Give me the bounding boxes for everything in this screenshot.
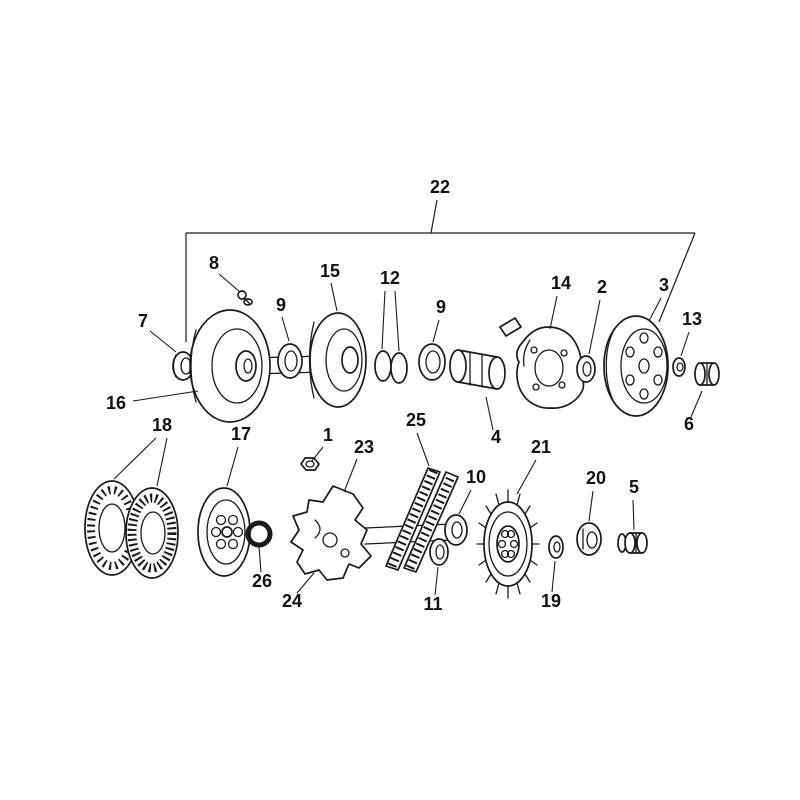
leader-11 [434, 566, 439, 596]
leader-13 [680, 331, 690, 357]
leader-3 [648, 297, 662, 322]
leader-12a [381, 290, 386, 350]
callout-labels: 22 7 8 9 15 12 9 14 2 3 13 6 16 4 18 17 … [106, 177, 702, 614]
part-13-washer [672, 357, 686, 377]
callout-26: 26 [252, 571, 272, 591]
part-1-nut [300, 457, 320, 471]
callout-16: 16 [106, 393, 126, 413]
leader-21 [516, 459, 537, 495]
leader-9a [281, 316, 290, 342]
part-11-washer [429, 538, 449, 566]
leader-26 [258, 546, 262, 573]
leader-7 [149, 330, 177, 353]
leader-17 [226, 446, 239, 487]
leader-5 [632, 499, 635, 531]
leader-8 [218, 273, 241, 293]
callout-22: 22 [430, 177, 450, 197]
part-14-clutch-assembly [516, 326, 585, 409]
leader-9b [432, 319, 440, 343]
leader-1 [311, 446, 324, 462]
leader-10 [458, 489, 472, 515]
part-10-bearing [444, 514, 468, 546]
leader-18a [113, 437, 157, 480]
part-21-fan-pulley [476, 489, 540, 599]
callout-4: 4 [491, 427, 501, 447]
leader-4 [485, 396, 494, 431]
part-9-seal-ring-left [277, 343, 303, 379]
callout-8: 8 [209, 253, 219, 273]
leader-18b [156, 437, 168, 487]
part-19-washer [548, 535, 564, 559]
leader-25 [416, 432, 430, 467]
part-8-screw [237, 290, 253, 306]
leader-16 [132, 390, 199, 402]
part-6-nut [694, 362, 720, 386]
part-16-pulley-half [189, 309, 271, 423]
leader-2 [588, 299, 601, 355]
callout-18: 18 [152, 415, 172, 435]
part-14-key [499, 317, 522, 337]
leader-15 [330, 282, 338, 312]
part-20-spring-retainer [576, 522, 602, 556]
part-17-pressure-plate [197, 487, 251, 577]
leader-14 [549, 295, 558, 330]
leader-19 [551, 560, 556, 593]
callout-5: 5 [629, 477, 639, 497]
callout-19: 19 [541, 591, 561, 611]
leader-lines [113, 273, 703, 596]
callout-3: 3 [659, 275, 669, 295]
callout-15: 15 [320, 261, 340, 281]
leader-24 [296, 572, 315, 594]
leader-20 [588, 490, 594, 522]
part-23-crank-web [290, 485, 372, 581]
part-4-spacer-sleeve [449, 349, 506, 390]
callout-1: 1 [323, 425, 333, 445]
callout-2: 2 [597, 277, 607, 297]
callout-17: 17 [231, 424, 251, 444]
part-5-bolt [617, 532, 648, 554]
part-2-washer [576, 355, 596, 383]
part-15-pulley-hub [308, 312, 367, 408]
part-18-clutch-plates [84, 480, 179, 579]
part-12-spring-seats [374, 350, 408, 384]
callout-24: 24 [282, 591, 302, 611]
callout-13: 13 [682, 309, 702, 329]
leader-6 [690, 390, 703, 418]
part-3-clutch-bell [603, 315, 669, 417]
callout-7: 7 [138, 311, 148, 331]
callout-20: 20 [586, 468, 606, 488]
callout-9-right: 9 [436, 297, 446, 317]
callout-12: 12 [380, 268, 400, 288]
bracket-22 [185, 199, 696, 342]
callout-11: 11 [423, 594, 442, 614]
part-26-o-ring [245, 520, 273, 548]
leader-12b [394, 290, 400, 352]
part-25-belt [385, 467, 459, 573]
callout-23: 23 [354, 437, 374, 457]
callout-21: 21 [531, 437, 551, 457]
leader-23 [343, 458, 358, 493]
callout-25: 25 [406, 410, 426, 430]
callout-6: 6 [684, 414, 694, 434]
callout-10: 10 [466, 467, 486, 487]
callout-14: 14 [551, 273, 571, 293]
part-9-seal-ring-right [418, 343, 446, 381]
callout-9-left: 9 [276, 295, 286, 315]
